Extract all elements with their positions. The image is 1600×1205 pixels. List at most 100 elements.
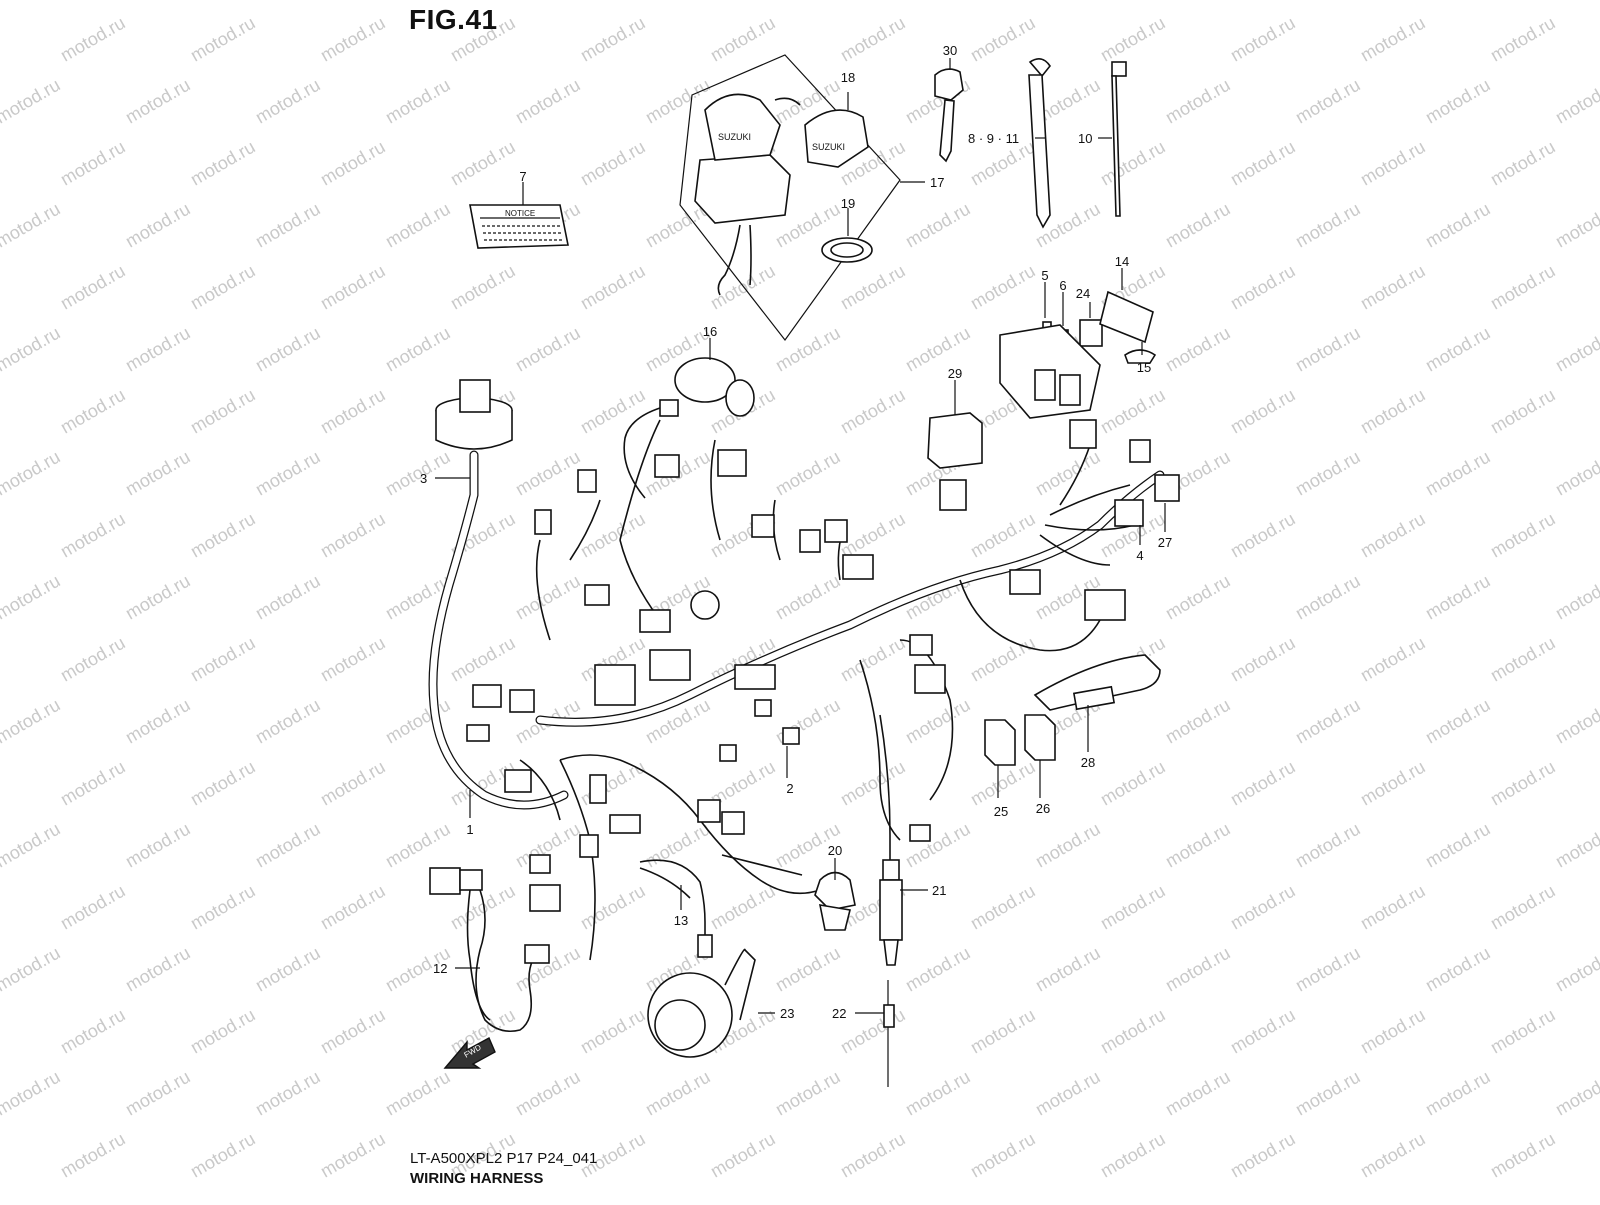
watermark-text: motod.ru bbox=[0, 0, 64, 3]
watermark-text: motod.ru bbox=[837, 633, 909, 686]
watermark-text: motod.ru bbox=[1227, 137, 1299, 190]
watermark-text: motod.ru bbox=[1097, 757, 1169, 810]
watermark-text: motod.ru bbox=[642, 1067, 714, 1120]
watermark-text: motod.ru bbox=[902, 1067, 974, 1120]
watermark-text: motod.ru bbox=[1552, 447, 1600, 500]
watermark-text: motod.ru bbox=[317, 1129, 389, 1182]
watermark-text: motod.ru bbox=[1032, 943, 1104, 996]
watermark-text: motod.ru bbox=[252, 571, 324, 624]
watermark-text: motod.ru bbox=[0, 199, 64, 252]
watermark-text: motod.ru bbox=[1422, 323, 1494, 376]
callout-25: 25 bbox=[994, 804, 1008, 819]
watermark-text: motod.ru bbox=[187, 13, 259, 66]
watermark-text: motod.ru bbox=[317, 385, 389, 438]
watermark-text: motod.ru bbox=[1162, 819, 1234, 872]
watermark-text: motod.ru bbox=[1292, 75, 1364, 128]
callout-7: 7 bbox=[519, 169, 526, 184]
callout-20: 20 bbox=[828, 843, 842, 858]
watermark-text: motod.ru bbox=[1552, 75, 1600, 128]
watermark-text: motod.ru bbox=[1422, 695, 1494, 748]
watermark-text: motod.ru bbox=[317, 881, 389, 934]
watermark-text: motod.ru bbox=[1227, 385, 1299, 438]
watermark-text: motod.ru bbox=[1487, 1129, 1559, 1182]
watermark-text: motod.ru bbox=[122, 943, 194, 996]
watermark-text: motod.ru bbox=[1487, 385, 1559, 438]
callout-3: 3 bbox=[420, 471, 427, 486]
watermark-text: motod.ru bbox=[187, 1129, 259, 1182]
callout-30: 30 bbox=[943, 43, 957, 58]
watermark-text: motod.ru bbox=[0, 1067, 64, 1120]
watermark-text: motod.ru bbox=[577, 261, 649, 314]
watermark-text: motod.ru bbox=[1097, 13, 1169, 66]
watermark-text: motod.ru bbox=[512, 0, 584, 3]
watermark-text: motod.ru bbox=[0, 75, 64, 128]
watermark-text: motod.ru bbox=[382, 447, 454, 500]
watermark-text: motod.ru bbox=[57, 633, 129, 686]
watermark-text: motod.ru bbox=[642, 75, 714, 128]
callout-15: 15 bbox=[1137, 360, 1151, 375]
watermark-text: motod.ru bbox=[382, 199, 454, 252]
watermark-text: motod.ru bbox=[577, 509, 649, 562]
watermark-text: motod.ru bbox=[577, 13, 649, 66]
watermark-text: motod.ru bbox=[577, 137, 649, 190]
watermark-text: motod.ru bbox=[1097, 881, 1169, 934]
callout-5: 5 bbox=[1041, 268, 1048, 283]
harness-connectors bbox=[466, 419, 1180, 912]
relay-29 bbox=[927, 412, 983, 469]
sub-harness-12 bbox=[429, 867, 550, 1033]
watermark-text: motod.ru bbox=[122, 75, 194, 128]
watermark-text: motod.ru bbox=[1422, 75, 1494, 128]
watermark-text: motod.ru bbox=[1162, 75, 1234, 128]
watermark-text: motod.ru bbox=[837, 757, 909, 810]
watermark-text: motod.ru bbox=[772, 447, 844, 500]
watermark-text: motod.ru bbox=[1357, 1129, 1429, 1182]
watermark-text: motod.ru bbox=[967, 261, 1039, 314]
watermark-text: motod.ru bbox=[837, 385, 909, 438]
watermark-text: motod.ru bbox=[1552, 0, 1600, 3]
watermark-text: motod.ru bbox=[1422, 819, 1494, 872]
watermark-text: motod.ru bbox=[122, 571, 194, 624]
watermark-text: motod.ru bbox=[1292, 447, 1364, 500]
key-cap-brand-text: SUZUKI bbox=[812, 142, 845, 152]
watermark-text: motod.ru bbox=[1552, 943, 1600, 996]
watermark-text: motod.ru bbox=[122, 819, 194, 872]
watermark-text: motod.ru bbox=[707, 881, 779, 934]
callout-28: 28 bbox=[1081, 755, 1095, 770]
watermark-text: motod.ru bbox=[967, 1129, 1039, 1182]
watermark-text: motod.ru bbox=[967, 633, 1039, 686]
watermark-text: motod.ru bbox=[1032, 0, 1104, 3]
watermark-text: motod.ru bbox=[252, 0, 324, 3]
watermark-text: motod.ru bbox=[837, 13, 909, 66]
watermark-text: motod.ru bbox=[382, 819, 454, 872]
watermark-text: motod.ru bbox=[1487, 261, 1559, 314]
watermark-text: motod.ru bbox=[252, 75, 324, 128]
clamp-band bbox=[1028, 58, 1051, 229]
watermark-text: motod.ru bbox=[187, 633, 259, 686]
callout-23: 23 bbox=[780, 1006, 794, 1021]
ignition-key bbox=[934, 68, 964, 163]
callout-10: 10 bbox=[1078, 131, 1092, 146]
watermark-text: motod.ru bbox=[1552, 323, 1600, 376]
watermark-text: motod.ru bbox=[447, 633, 519, 686]
notice-label-text: NOTICE bbox=[505, 209, 535, 218]
callout-27: 27 bbox=[1158, 535, 1172, 550]
callout-19: 19 bbox=[841, 196, 855, 211]
watermark-text: motod.ru bbox=[1227, 1129, 1299, 1182]
watermark-text: motod.ru bbox=[252, 819, 324, 872]
watermark-text: motod.ru bbox=[1292, 943, 1364, 996]
watermark-text: motod.ru bbox=[187, 261, 259, 314]
callout-8-9-11: 8 · 9 · 11 bbox=[968, 131, 1019, 146]
watermark-text: motod.ru bbox=[1487, 881, 1559, 934]
watermark-text: motod.ru bbox=[772, 571, 844, 624]
watermark-text: motod.ru bbox=[382, 1067, 454, 1120]
watermark-text: motod.ru bbox=[57, 509, 129, 562]
watermark-text: motod.ru bbox=[1487, 633, 1559, 686]
watermark-text: motod.ru bbox=[1162, 695, 1234, 748]
watermark-text: motod.ru bbox=[1357, 881, 1429, 934]
watermark-text: motod.ru bbox=[57, 385, 129, 438]
watermark-text: motod.ru bbox=[1422, 199, 1494, 252]
cable-tie bbox=[1111, 61, 1127, 217]
watermark-text: motod.ru bbox=[57, 13, 129, 66]
callout-1: 1 bbox=[466, 822, 473, 837]
